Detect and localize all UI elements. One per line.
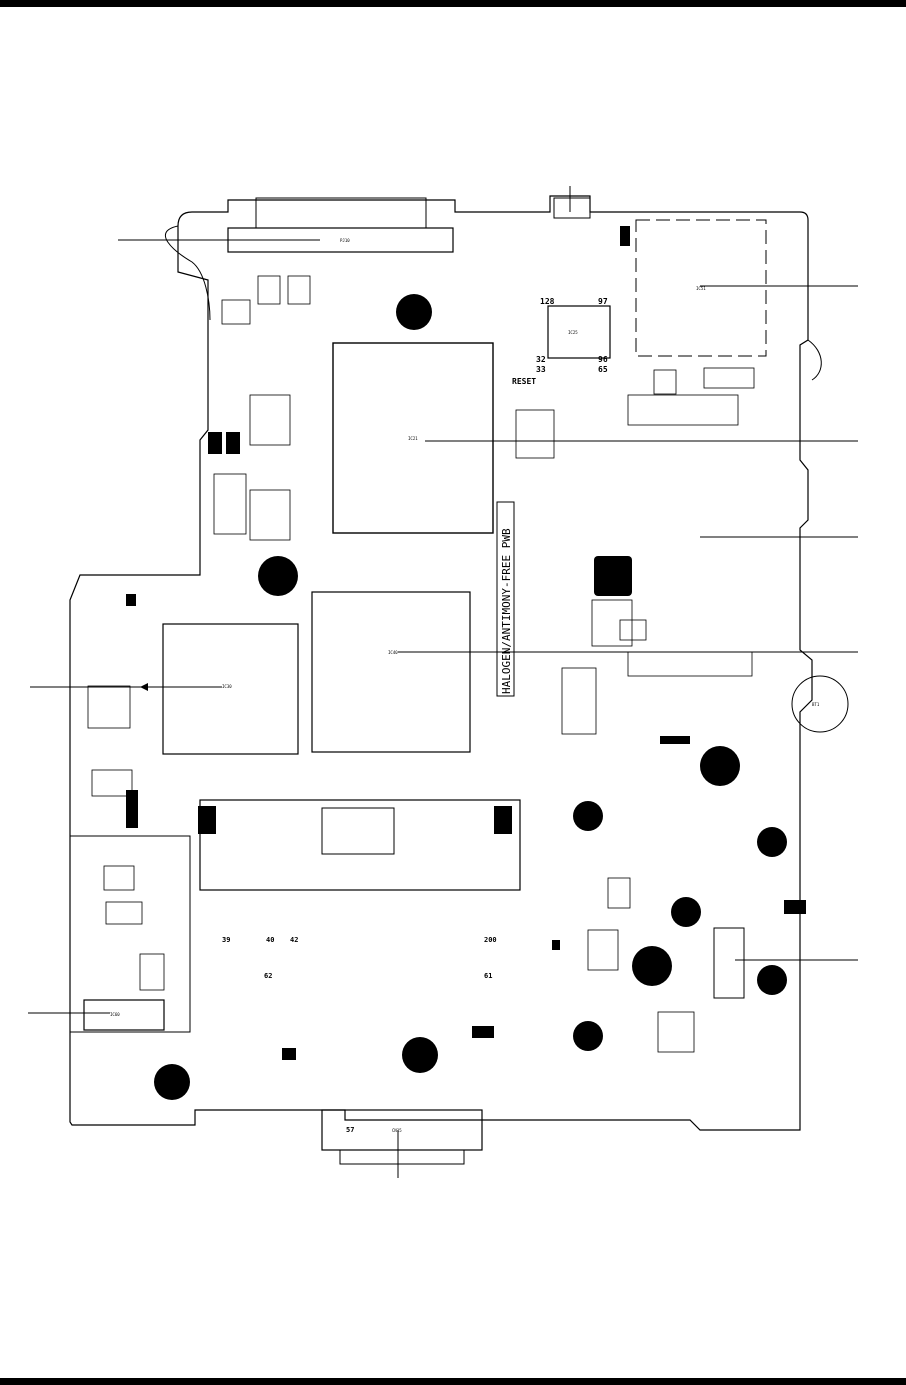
pin-128: 128	[540, 297, 555, 306]
pin-33: 33	[536, 365, 546, 374]
rtc-battery	[791, 675, 849, 733]
right-arc	[807, 339, 822, 381]
slot-pin-200: 200	[484, 936, 497, 944]
pin-32: 32	[536, 355, 546, 364]
pin-97: 97	[598, 297, 608, 306]
left-arc	[164, 225, 211, 321]
mounting-hole	[757, 965, 787, 995]
reset-label: RESET	[512, 377, 536, 386]
left-chip-arrow	[140, 683, 148, 691]
left-chip-ref: IC30	[222, 684, 232, 689]
pwb-marking: HALOGEN/ANTIMONY-FREE PWB	[500, 528, 513, 694]
slot-pin-39: 39	[222, 936, 230, 944]
slot-pin-62: 62	[264, 972, 272, 980]
footer-rule	[0, 1378, 906, 1385]
pin-96: 96	[598, 355, 608, 364]
right-top-module	[635, 219, 767, 357]
memory-slot	[199, 799, 521, 891]
mounting-hole	[573, 801, 603, 831]
top-connector-ref: PJ10	[340, 238, 350, 243]
mounting-hole	[154, 1064, 190, 1100]
small-components	[87, 275, 755, 1053]
right-top-module-ref: IC51	[696, 286, 706, 291]
mounting-hole	[573, 1021, 603, 1051]
pwb-marking-box	[496, 501, 515, 697]
top-jack	[553, 197, 591, 219]
center-chip-ref: IC21	[408, 436, 418, 441]
slot-pin-40: 40	[266, 936, 274, 944]
small-chip-ref: IC25	[568, 330, 578, 335]
mounting-hole	[671, 897, 701, 927]
left-lower-ref: IC60	[110, 1012, 120, 1017]
connector-pin-57: 57	[346, 1126, 354, 1134]
right-lower-chip	[713, 927, 745, 999]
right-module-ref: IC40	[388, 650, 398, 655]
right-module	[311, 591, 471, 753]
top-connector-body	[255, 197, 427, 229]
slot-pin-61: 61	[484, 972, 492, 980]
memory-slot-latch-right	[494, 806, 512, 834]
solid-parts	[126, 226, 806, 1060]
mounting-hole	[258, 556, 298, 596]
rtc-battery-ref: BT1	[812, 702, 820, 707]
slot-pin-42: 42	[290, 936, 298, 944]
small-chip	[547, 305, 611, 359]
recycle-logo	[594, 556, 632, 596]
header-rule	[0, 0, 906, 7]
board-outline	[69, 195, 813, 1131]
mounting-hole	[396, 294, 432, 330]
pin-65: 65	[598, 365, 608, 374]
memory-slot-latch-left	[198, 806, 216, 834]
center-chip	[332, 342, 494, 534]
lower-connector-body	[339, 1149, 465, 1165]
memory-chip	[321, 807, 395, 855]
left-lower-module	[83, 999, 165, 1031]
mounting-hole	[632, 946, 672, 986]
mounting-hole	[402, 1037, 438, 1073]
lower-connector-ref: CN15	[392, 1128, 402, 1133]
left-chip	[162, 623, 299, 755]
left-lower-frame	[69, 835, 191, 1033]
mounting-hole	[700, 746, 740, 786]
mounting-hole	[757, 827, 787, 857]
